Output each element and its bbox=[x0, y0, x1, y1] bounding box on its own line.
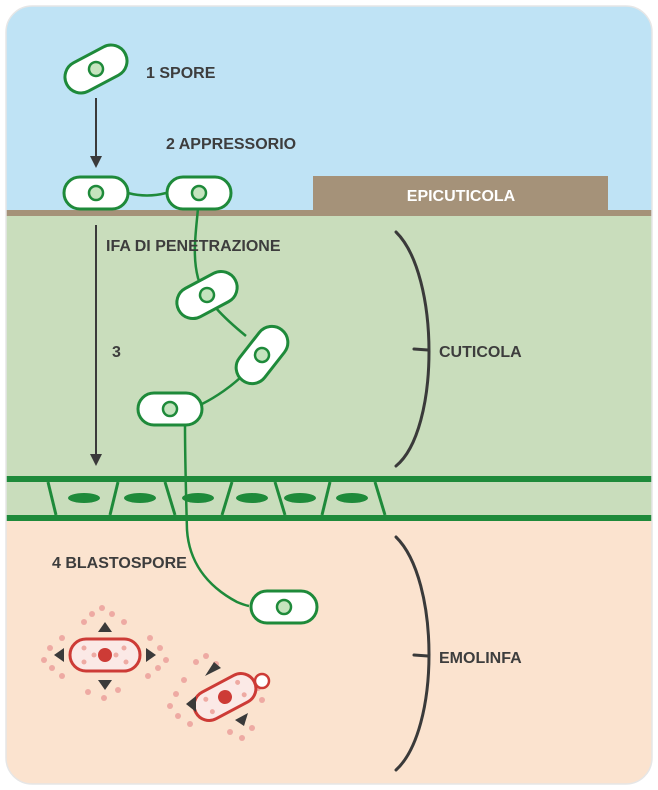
hypha-cell bbox=[249, 589, 319, 625]
hypha-cell bbox=[136, 391, 204, 427]
cuticle-zone bbox=[6, 212, 652, 518]
arrow-penetration bbox=[90, 225, 102, 466]
hemolymph-brace bbox=[394, 535, 431, 772]
spore-cell bbox=[63, 43, 129, 95]
hypha-path bbox=[127, 191, 250, 608]
label-emolinfa: EMOLINFA bbox=[439, 650, 522, 667]
cuticle-brace bbox=[394, 230, 431, 468]
blastospore-budding bbox=[167, 653, 271, 741]
label-blastospore: 4 BLASTOSPORE bbox=[52, 555, 187, 572]
hypha-cell bbox=[175, 269, 239, 321]
epidermis-layer bbox=[6, 476, 652, 521]
epicuticle-block bbox=[313, 176, 608, 214]
arrow-spore-to-appressorium bbox=[90, 98, 102, 168]
label-cuticola: CUTICOLA bbox=[439, 344, 522, 361]
card-border bbox=[5, 5, 653, 785]
blastospore bbox=[41, 605, 169, 701]
label-appressorio: 2 APPRESSORIO bbox=[166, 136, 296, 153]
hypha-cell bbox=[234, 324, 290, 386]
label-step-3: 3 bbox=[112, 344, 121, 361]
appressorium-cell-right bbox=[165, 175, 233, 211]
appressorium-cell-left bbox=[62, 175, 130, 211]
label-spore: 1 SPORE bbox=[146, 65, 216, 82]
label-ifa-di-penetrazione: IFA DI PENETRAZIONE bbox=[106, 238, 281, 255]
label-epicuticola: EPICUTICOLA bbox=[407, 188, 516, 205]
